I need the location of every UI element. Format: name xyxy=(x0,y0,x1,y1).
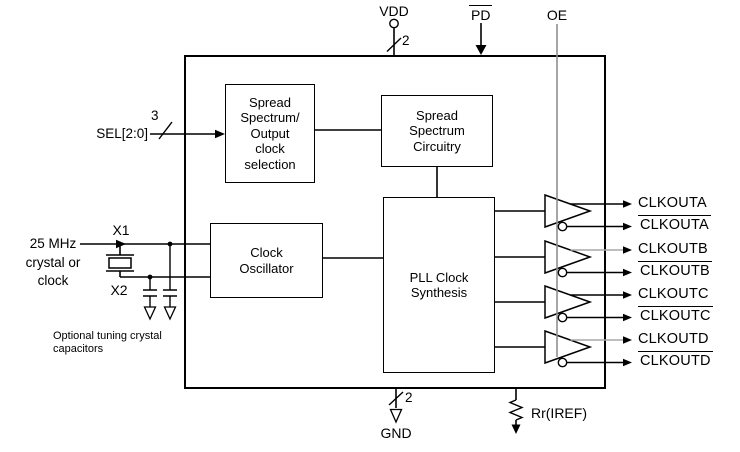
clkouta-label: CLKOUTA xyxy=(638,195,707,211)
arrowhead-icon xyxy=(215,129,225,139)
gnd-pin-symbol xyxy=(388,388,404,424)
capacitor-note: Optional tuning crystal capacitors xyxy=(53,330,162,355)
bus-slash xyxy=(158,121,173,140)
block-spread-spectrum-selection: Spread Spectrum/ Output clock selection xyxy=(225,84,315,183)
x2-pin-label: X2 xyxy=(110,282,128,298)
clkoutb-label: CLKOUTB xyxy=(638,241,708,257)
pll-output-wires xyxy=(495,210,545,348)
ground-arrow-icon xyxy=(143,306,157,321)
bubble-icon xyxy=(557,267,568,278)
arrowhead-icon xyxy=(116,239,126,249)
chip-boundary xyxy=(184,55,606,389)
crystal-circuit xyxy=(80,239,210,278)
block-clock-oscillator: Clock Oscillator xyxy=(210,223,323,298)
iref-resistor xyxy=(508,388,524,434)
inversion-bubbles xyxy=(557,221,568,368)
pd-pin-symbol xyxy=(475,23,487,55)
bus-slash xyxy=(386,37,402,53)
vdd-pin-symbol xyxy=(386,18,402,56)
buffer-b-icon xyxy=(544,239,593,275)
clkoutc-label: CLKOUTC xyxy=(638,286,709,302)
arrowhead-icon xyxy=(623,268,632,277)
clkoutb-bar-label: CLKOUTB xyxy=(638,261,712,279)
arrowhead-icon xyxy=(623,313,632,322)
arrowhead-icon xyxy=(623,358,632,367)
arrowhead-icon xyxy=(475,45,487,55)
arrowhead-icon xyxy=(623,336,632,344)
buffer-c-icon xyxy=(544,284,593,320)
pd-pin-label: PD xyxy=(469,5,493,23)
resistor-icon xyxy=(508,399,524,421)
block-pll-clock-synthesis: PLL Clock Synthesis xyxy=(383,197,495,373)
iref-pin-label: Rr(IREF) xyxy=(531,405,587,421)
clkoutc-bar-label: CLKOUTC xyxy=(638,306,713,324)
gnd-bus-width: 2 xyxy=(405,390,413,405)
arrowhead-icon xyxy=(623,291,632,299)
clkoutd-bar-label: CLKOUTD xyxy=(638,351,713,369)
buffer-d-icon xyxy=(544,329,593,365)
arrowhead-icon xyxy=(511,424,521,434)
capacitor-2 xyxy=(163,241,177,321)
arrowhead-icon xyxy=(623,200,632,208)
output-buffers xyxy=(544,193,593,365)
buffer-a-icon xyxy=(544,193,593,229)
clkouta-bar-label: CLKOUTA xyxy=(638,215,711,233)
crystal-icon xyxy=(108,257,132,269)
pin-circle-icon xyxy=(389,18,399,29)
output-lines xyxy=(566,200,632,367)
ground-arrow-icon xyxy=(389,408,403,424)
clock-source-label: 25 MHz crystal or clock xyxy=(25,236,81,288)
x1-pin-label: X1 xyxy=(112,222,130,238)
clkoutd-label: CLKOUTD xyxy=(638,331,709,347)
vdd-bus-width: 2 xyxy=(402,33,410,48)
capacitor-1 xyxy=(143,274,157,321)
bus-slash xyxy=(388,391,404,406)
arrowhead-icon xyxy=(623,246,632,254)
sel-bus xyxy=(150,121,225,140)
block-spread-spectrum-circuitry: Spread Spectrum Circuitry xyxy=(381,95,493,167)
sel-pin-label: SEL[2:0] xyxy=(96,126,148,141)
output-arrowheads xyxy=(623,200,632,367)
bubble-icon xyxy=(557,312,568,323)
bubble-icon xyxy=(557,357,568,368)
vdd-pin-label: VDD xyxy=(379,3,409,19)
arrowhead-icon xyxy=(623,222,632,231)
gnd-pin-label: GND xyxy=(380,425,412,441)
ground-arrow-icon xyxy=(163,306,177,321)
sel-bus-width: 3 xyxy=(151,108,159,123)
bubble-icon xyxy=(557,221,568,232)
block-connections xyxy=(315,129,438,259)
oe-pin-label: OE xyxy=(546,7,568,23)
